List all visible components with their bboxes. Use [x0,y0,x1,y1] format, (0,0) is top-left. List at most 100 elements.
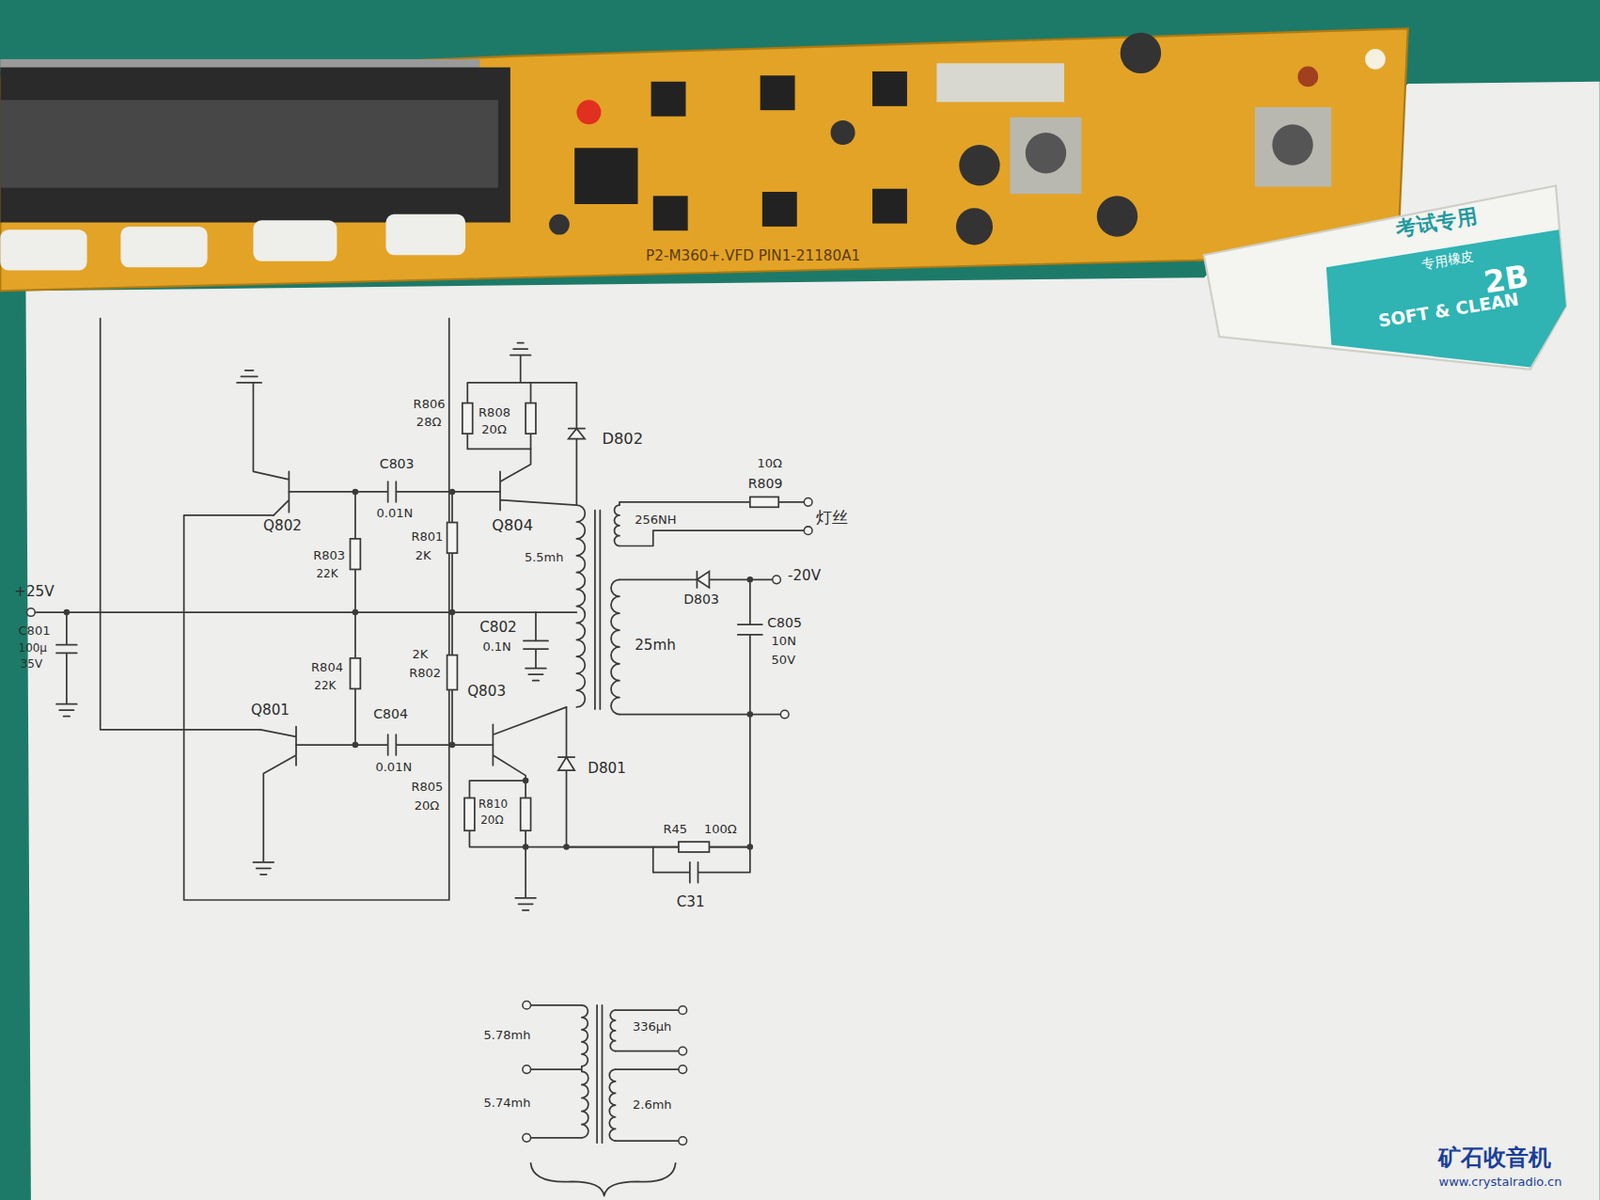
part-name: C804 [373,706,408,722]
pcb-board [1025,132,1067,173]
resistor-symbol [750,496,779,507]
part-name: Q801 [250,702,290,719]
part-value: 25mh [634,637,676,654]
junction-dot [747,843,754,850]
part-value: 2K [415,549,432,563]
coil-winding [581,1004,589,1067]
wire [56,611,78,717]
pcb-board [0,99,498,188]
part-name: R806 [413,397,446,411]
wire [500,448,577,510]
part-name: D803 [683,592,720,608]
junction-dot [449,488,456,496]
wire [469,780,750,910]
part-name: R801 [410,530,443,544]
coil-winding [609,1068,615,1141]
wire [558,706,575,848]
pcb-board [574,147,638,204]
part-name: Q804 [491,517,534,534]
coil-winding [576,504,585,707]
resistor-symbol [464,797,475,831]
pcb-board [1271,124,1313,165]
pcb-board [653,195,689,231]
pcb-board [760,75,796,110]
signal-name: +25V [14,583,54,600]
wire [100,318,450,900]
part-value: 22K [313,679,336,692]
junction-dot [352,488,360,496]
pcb-board [0,67,511,223]
coil-winding [610,1009,615,1051]
part-value: 100Ω [704,822,738,836]
wire [566,847,751,883]
wire [252,726,297,875]
pcb-board [0,28,1408,291]
terminal [678,1065,688,1074]
resistor-symbol [350,658,361,690]
terminal [27,608,36,617]
part-value: 100μ [18,642,48,655]
resistor-symbol [447,655,458,691]
resistor-symbol [447,522,458,554]
part-name: R809 [748,476,784,492]
eraser [1326,229,1567,367]
junction-dot [449,609,456,616]
part-value: 35V [20,658,43,671]
part-value: 5.78mh [484,1028,532,1042]
pcb-board [1364,48,1386,70]
wire [619,501,804,547]
part-value: 20Ω [414,799,440,813]
watermark: www.crystalradio.cn [1438,1175,1562,1189]
wire [531,1004,679,1143]
terminal [780,709,789,719]
wire [34,318,804,1196]
pcb-board [1297,66,1318,88]
junction-dot [352,609,360,616]
part-name: C802 [479,619,518,636]
wire [236,370,289,516]
eraser-print: 专用橡皮 [1420,249,1475,272]
eraser-print: SOFT & CLEAN [1377,290,1521,332]
coil-winding [581,1070,589,1138]
eraser [1204,185,1567,369]
pcb-board [0,229,87,270]
part-value: 20Ω [480,814,503,827]
junction-dot [747,710,754,718]
wire [467,343,577,450]
signal-name: 灯丝 [815,508,848,527]
pcb-board [1254,107,1332,188]
resistor-symbol [350,403,780,852]
eraser-print: 考试专用 [1394,205,1480,241]
pcb-board [956,207,993,245]
terminal [678,1005,688,1015]
resistor-symbol [678,841,710,852]
part-name: R45 [663,822,689,836]
junction-dot [63,609,71,616]
part-name: R808 [478,406,511,420]
junction-dot [522,777,530,785]
coil-winding [611,579,620,714]
wire [492,706,566,781]
pcb-board [385,214,466,255]
resistor-symbol [462,403,473,435]
signal-name: -20V [787,567,821,584]
wire [619,571,781,846]
terminal [803,526,813,535]
wire [354,491,357,745]
terminal [678,1136,688,1146]
part-value: 5.5mh [524,550,565,565]
wire [568,428,585,440]
pcb-board [762,191,798,227]
part-value: 20Ω [481,423,507,437]
part-value: 50V [771,653,796,667]
pcb-board [936,62,1065,102]
board-marking: P2-M360+.VFD PIN1-21180A1 [645,248,861,265]
part-value: 336μh [632,1019,672,1034]
terminal [522,1000,532,1009]
part-value: 2K [412,647,429,661]
junction-dot [63,488,753,850]
